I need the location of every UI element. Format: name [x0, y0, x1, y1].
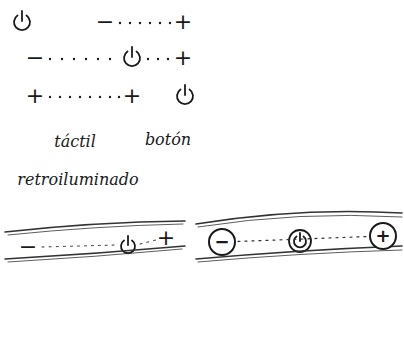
handwritten-note: botón — [145, 132, 191, 148]
polarity-sign: + — [123, 85, 141, 107]
polarity-sign: + — [174, 11, 192, 33]
polarity-sign: + — [26, 85, 44, 107]
curved-band — [5, 221, 185, 262]
polarity-sign: − — [26, 47, 44, 69]
polarity-sign: − — [96, 11, 114, 33]
circled-sign: − — [208, 228, 236, 256]
curved-band — [196, 211, 402, 262]
handwritten-note: retroiluminado — [17, 172, 138, 188]
circled-sign-text: + — [375, 227, 390, 245]
polarity-sign: + — [157, 227, 175, 249]
polarity-sign: − — [19, 236, 37, 258]
power-symbols — [14, 11, 311, 253]
dot-rows — [49, 22, 171, 98]
power-symbol — [14, 11, 30, 30]
dashed-connector — [238, 237, 367, 242]
power-symbol — [124, 47, 140, 66]
handwritten-note: táctil — [54, 134, 96, 150]
circled-sign: + — [369, 222, 397, 250]
circled-sign-text: − — [214, 233, 229, 251]
power-symbol — [289, 230, 311, 252]
polarity-sign: + — [174, 47, 192, 69]
power-symbol — [177, 85, 193, 104]
